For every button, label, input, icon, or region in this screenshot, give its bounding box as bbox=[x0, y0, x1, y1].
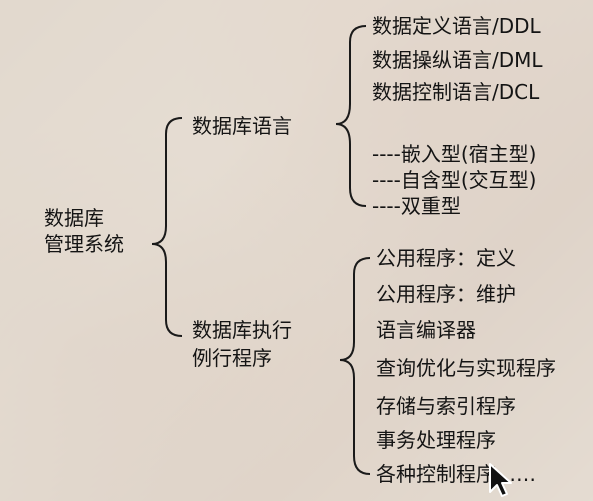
list-item-self-contained: ----自含型(交互型) bbox=[372, 168, 537, 192]
list-item-transaction: 事务处理程序 bbox=[376, 428, 496, 452]
list-item-dcl: 数据控制语言/DCL bbox=[372, 80, 540, 104]
root-label-line2: 管理系统 bbox=[44, 232, 124, 256]
list-item-utility-define: 公用程序：定义 bbox=[376, 246, 516, 270]
language-brace bbox=[335, 25, 367, 207]
list-item-compiler: 语言编译器 bbox=[376, 318, 476, 342]
list-item-dual: ----双重型 bbox=[372, 194, 461, 218]
list-item-embedded: ----嵌入型(宿主型) bbox=[372, 142, 537, 166]
list-item-utility-maintain: 公用程序：维护 bbox=[376, 282, 516, 306]
routine-brace bbox=[339, 257, 371, 475]
list-item-ddl: 数据定义语言/DDL bbox=[372, 14, 541, 38]
branch-database-language: 数据库语言 bbox=[192, 114, 292, 138]
branch-routine-line2: 例行程序 bbox=[192, 346, 272, 370]
branch-routine-line1: 数据库执行 bbox=[192, 318, 292, 342]
root-label-line1: 数据库 bbox=[44, 206, 104, 230]
root-brace bbox=[151, 117, 183, 337]
list-item-query-optimizer: 查询优化与实现程序 bbox=[376, 356, 556, 380]
list-item-dml: 数据操纵语言/DML bbox=[372, 48, 543, 72]
mouse-pointer-icon bbox=[489, 463, 512, 497]
list-item-storage-index: 存储与索引程序 bbox=[376, 394, 516, 418]
